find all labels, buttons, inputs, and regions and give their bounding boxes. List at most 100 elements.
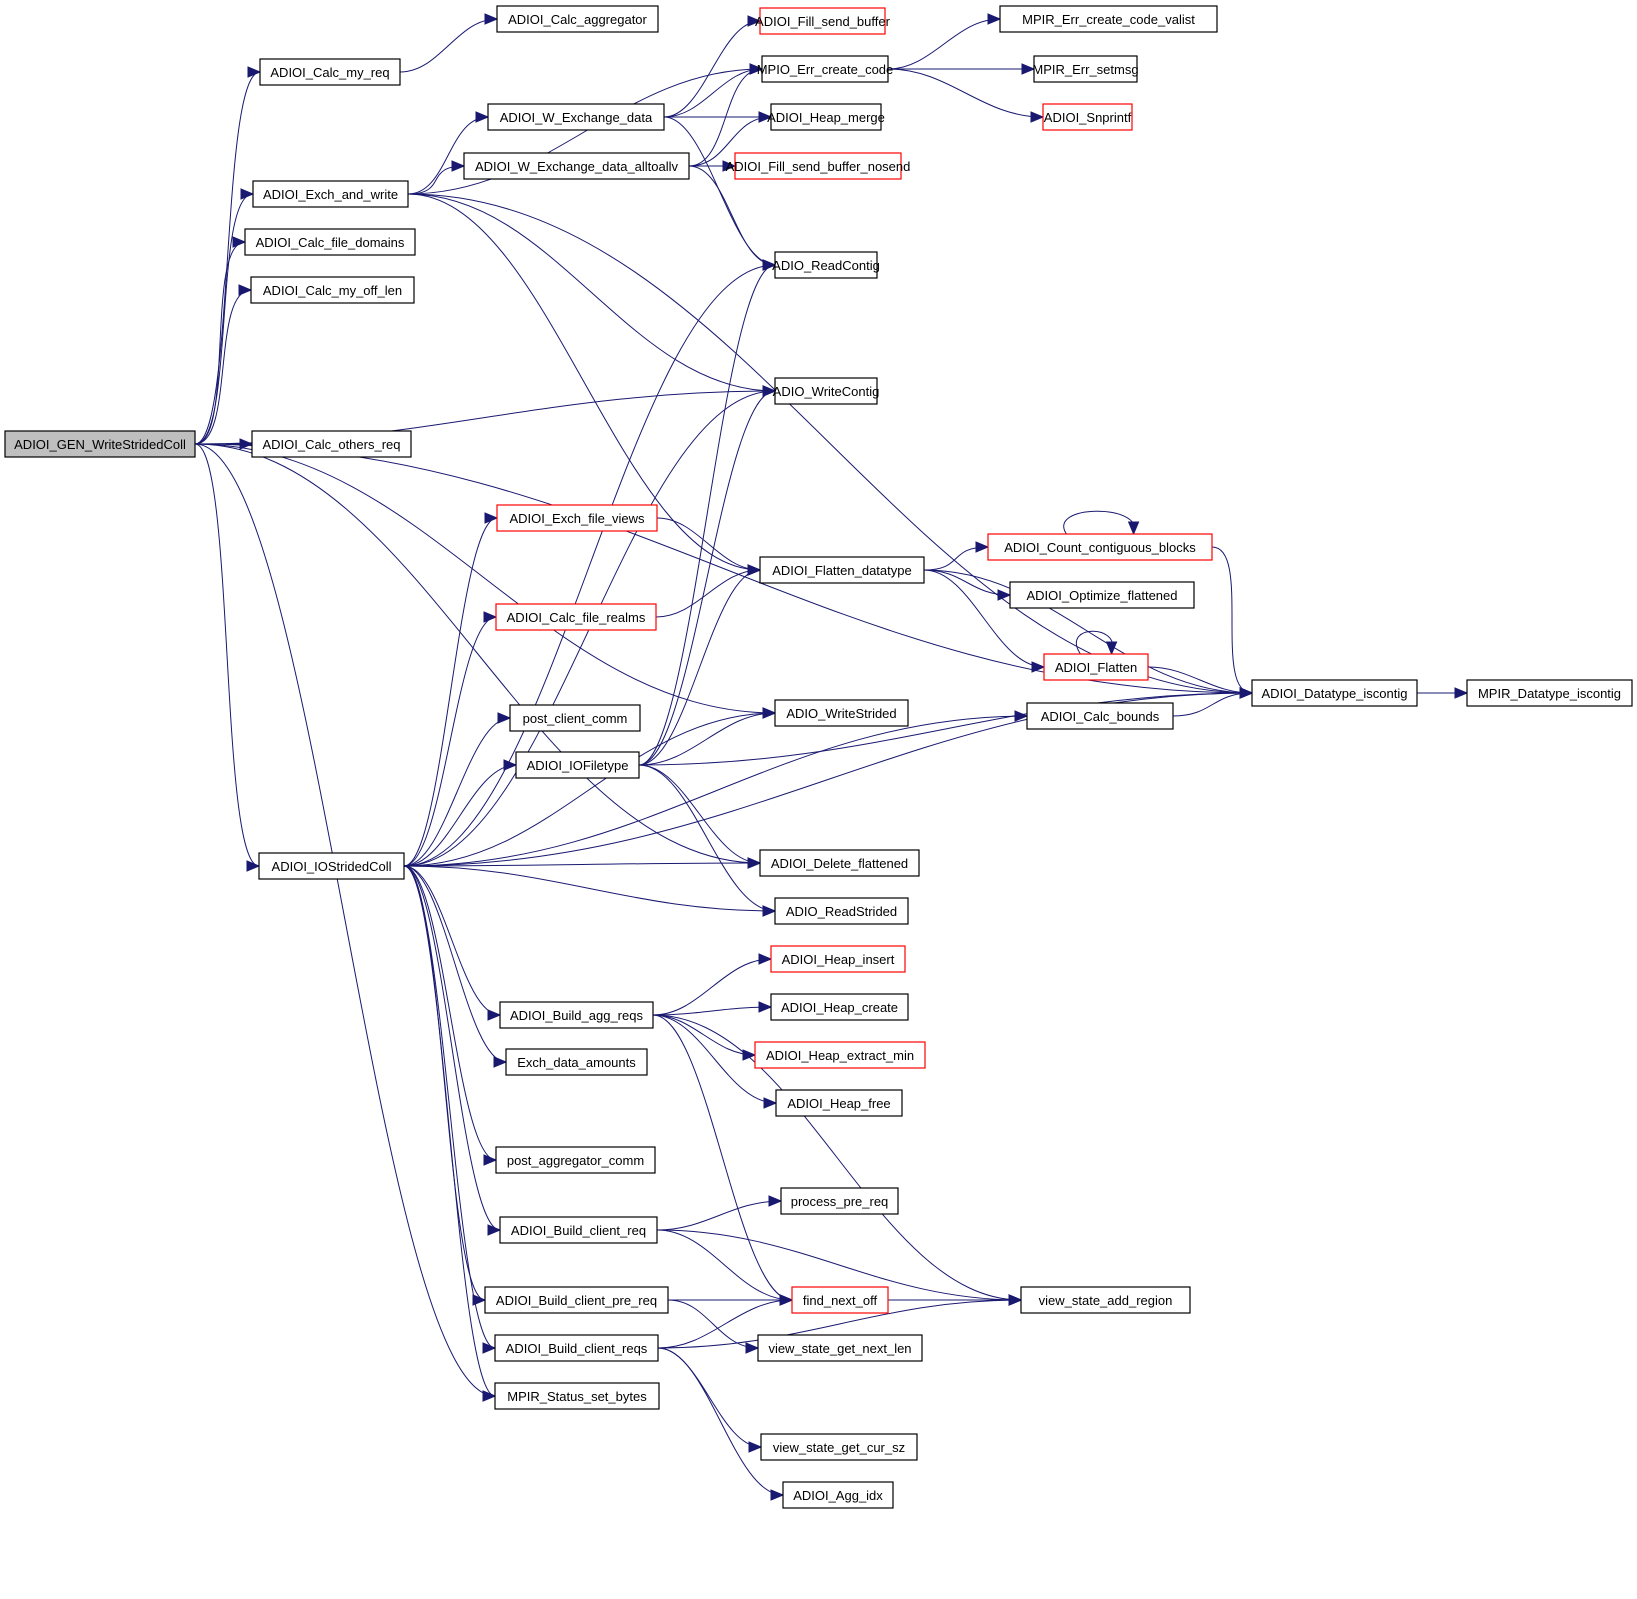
node-view-state-get-next-len[interactable]: view_state_get_next_len — [757, 1334, 923, 1362]
node-find-next-off[interactable]: find_next_off — [791, 1286, 889, 1314]
node-calc-aggregator[interactable]: ADIOI_Calc_aggregator — [496, 5, 659, 33]
edge-line — [407, 193, 776, 392]
node-box — [1251, 679, 1418, 707]
node-exch-data-amounts[interactable]: Exch_data_amounts — [505, 1048, 648, 1076]
node-box — [770, 103, 882, 131]
node-view-state-add-region[interactable]: view_state_add_region — [1020, 1286, 1191, 1314]
node-write-strided[interactable]: ADIO_WriteStrided — [774, 699, 909, 727]
node-count-contig-blocks[interactable]: ADIOI_Count_contiguous_blocks — [987, 533, 1213, 561]
node-box — [774, 897, 909, 925]
edge-line — [403, 865, 497, 1161]
node-box — [754, 1041, 926, 1069]
node-box — [761, 55, 889, 83]
node-snprintf[interactable]: ADIOI_Snprintf — [1042, 103, 1133, 131]
node-root[interactable]: ADIOI_GEN_WriteStridedColl — [4, 430, 196, 458]
edge-io-filetype-to-delete-flattened — [638, 764, 762, 869]
node-heap-merge[interactable]: ADIOI_Heap_merge — [767, 103, 885, 131]
edge-io-strided-coll-to-read-strided — [403, 865, 777, 917]
node-label: ADIOI_GEN_WriteStridedColl — [14, 437, 186, 452]
node-heap-create[interactable]: ADIOI_Heap_create — [770, 993, 909, 1021]
node-mpir-datatype-iscontig[interactable]: MPIR_Datatype_iscontig — [1466, 679, 1633, 707]
node-build-client-req[interactable]: ADIOI_Build_client_req — [499, 1216, 658, 1244]
node-box — [494, 1334, 659, 1362]
node-build-agg-reqs[interactable]: ADIOI_Build_agg_reqs — [499, 1001, 654, 1029]
arrowhead-icon — [747, 564, 762, 576]
node-delete-flattened[interactable]: ADIOI_Delete_flattened — [759, 849, 920, 877]
node-mpir-err-valist[interactable]: MPIR_Err_create_code_valist — [999, 5, 1218, 33]
edge-w-exchange-data-to-fill-send-buffer — [663, 15, 762, 118]
edge-flatten-to-flatten — [1075, 630, 1118, 656]
node-build-client-pre-req[interactable]: ADIOI_Build_client_pre_req — [484, 1286, 669, 1314]
node-label: ADIO_ReadContig — [772, 258, 880, 273]
node-flatten-datatype[interactable]: ADIOI_Flatten_datatype — [759, 556, 925, 584]
node-calc-my-off-len[interactable]: ADIOI_Calc_my_off_len — [250, 276, 415, 304]
node-calc-my-req[interactable]: ADIOI_Calc_my_req — [259, 58, 401, 86]
node-exch-file-views[interactable]: ADIOI_Exch_file_views — [496, 504, 658, 532]
edge-line — [667, 1299, 759, 1349]
edge-line — [663, 20, 761, 118]
node-w-exchange-alltoallv[interactable]: ADIOI_W_Exchange_data_alltoallv — [463, 152, 690, 180]
arrowhead-icon — [1105, 641, 1118, 656]
node-datatype-iscontig[interactable]: ADIOI_Datatype_iscontig — [1251, 679, 1418, 707]
edge-line — [887, 18, 1001, 70]
edge-build-client-reqs-to-agg-idx — [657, 1347, 785, 1501]
edge-line — [657, 1347, 762, 1448]
edge-line — [638, 712, 776, 766]
arrowhead-icon — [232, 236, 247, 248]
arrowhead-icon — [503, 759, 518, 771]
node-box — [509, 704, 641, 732]
edge-datatype-iscontig-to-mpir-datatype-iscontig — [1416, 687, 1469, 699]
node-box — [1020, 1286, 1191, 1314]
node-read-strided[interactable]: ADIO_ReadStrided — [774, 897, 909, 925]
node-w-exchange-data[interactable]: ADIOI_W_Exchange_data — [487, 103, 665, 131]
node-flatten[interactable]: ADIOI_Flatten — [1043, 653, 1149, 681]
node-mpir-status-set-bytes[interactable]: MPIR_Status_set_bytes — [494, 1382, 660, 1410]
node-mpir-err-setmsg[interactable]: MPIR_Err_setmsg — [1032, 55, 1139, 83]
node-mpio-err-create-code[interactable]: MPIO_Err_create_code — [757, 55, 894, 83]
node-write-contig[interactable]: ADIO_WriteContig — [773, 377, 880, 405]
edge-exch-and-write-to-w-exchange-alltoallv — [407, 160, 466, 195]
node-layer: ADIOI_GEN_WriteStridedColl ADIOI_Calc_oth… — [4, 5, 1633, 1509]
edge-line — [638, 569, 761, 766]
node-build-client-reqs[interactable]: ADIOI_Build_client_reqs — [494, 1334, 659, 1362]
edge-exch-and-write-to-w-exchange-data — [407, 111, 490, 195]
edge-io-filetype-to-read-strided — [638, 764, 777, 917]
node-label: find_next_off — [803, 1293, 878, 1308]
node-io-strided-coll[interactable]: ADIOI_IOStridedColl — [258, 852, 405, 880]
node-box — [250, 276, 415, 304]
node-optimize-flattened[interactable]: ADIOI_Optimize_flattened — [1009, 581, 1195, 609]
node-io-filetype[interactable]: ADIOI_IOFiletype — [515, 751, 640, 779]
node-calc-bounds[interactable]: ADIOI_Calc_bounds — [1026, 702, 1174, 730]
arrowhead-icon — [762, 905, 777, 917]
node-exch-and-write[interactable]: ADIOI_Exch_and_write — [252, 180, 409, 208]
node-post-client-comm[interactable]: post_client_comm — [509, 704, 641, 732]
node-process-pre-req[interactable]: process_pre_req — [780, 1187, 899, 1215]
edge-build-client-req-to-process-pre-req — [656, 1195, 783, 1231]
arrowhead-icon — [239, 438, 254, 450]
node-fill-send-buffer-nosend[interactable]: ADIOI_Fill_send_buffer_nosend — [726, 152, 911, 180]
node-box — [515, 751, 640, 779]
edge-w-exchange-alltoallv-to-mpio-err-create-code — [688, 63, 764, 167]
node-heap-free[interactable]: ADIOI_Heap_free — [775, 1089, 903, 1117]
edge-line — [403, 264, 776, 867]
edge-root-to-mpir-status-set-bytes — [194, 443, 497, 1402]
edge-build-agg-reqs-to-heap-free — [652, 1014, 778, 1109]
node-calc-file-domains[interactable]: ADIOI_Calc_file_domains — [244, 228, 416, 256]
node-calc-file-realms[interactable]: ADIOI_Calc_file_realms — [495, 603, 657, 631]
node-agg-idx[interactable]: ADIOI_Agg_idx — [782, 1481, 894, 1509]
node-label: ADIO_ReadStrided — [786, 904, 897, 919]
arrowhead-icon — [742, 1049, 757, 1061]
node-heap-insert[interactable]: ADIOI_Heap_insert — [770, 945, 906, 973]
edge-w-exchange-alltoallv-to-heap-merge — [688, 111, 773, 167]
arrowhead-icon — [762, 385, 777, 397]
edge-exch-and-write-to-write-contig — [407, 193, 777, 397]
edge-line — [407, 193, 761, 571]
node-label: ADIOI_Datatype_iscontig — [1262, 686, 1408, 701]
node-calc-others-req[interactable]: ADIOI_Calc_others_req — [251, 430, 412, 458]
node-view-state-get-cur-sz[interactable]: view_state_get_cur_sz — [760, 1433, 918, 1461]
node-read-contig[interactable]: ADIO_ReadContig — [772, 251, 880, 279]
node-post-aggregator-comm[interactable]: post_aggregator_comm — [495, 1146, 656, 1174]
node-fill-send-buffer[interactable]: ADIOI_Fill_send_buffer — [755, 7, 891, 35]
node-heap-extract-min[interactable]: ADIOI_Heap_extract_min — [754, 1041, 926, 1069]
edge-line — [887, 68, 1044, 118]
